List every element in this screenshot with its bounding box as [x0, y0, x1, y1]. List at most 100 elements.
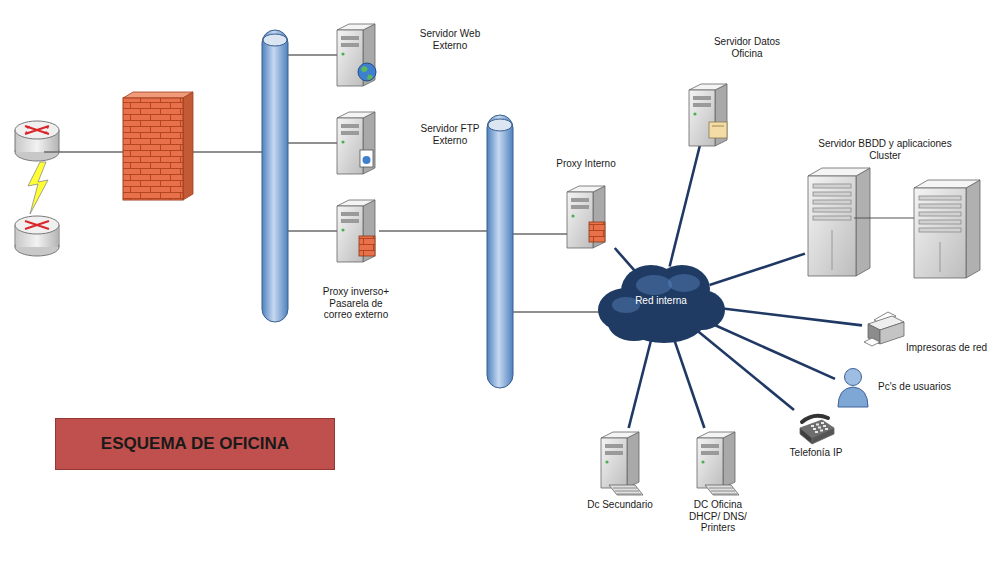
keyboard — [705, 485, 739, 495]
server-icon — [689, 84, 727, 146]
globe-badge — [361, 66, 373, 79]
phone-key — [823, 425, 826, 427]
dc-icon — [601, 432, 643, 495]
network-link — [615, 248, 635, 270]
tower-bay — [813, 192, 851, 196]
drive-bay — [693, 103, 711, 107]
node-label: Red interna — [611, 295, 711, 307]
phone-key — [821, 422, 824, 424]
router-symbol — [25, 126, 49, 134]
person-icon — [838, 369, 868, 408]
server-icon — [337, 112, 375, 174]
cloud-highlight — [636, 275, 672, 295]
network-link — [710, 254, 805, 285]
printer-side — [880, 322, 904, 344]
network-link — [629, 336, 653, 428]
device-node: Servidor BBDD y aplicaciones Cluster — [805, 138, 984, 280]
tower-door — [940, 242, 941, 272]
network-link — [695, 329, 794, 410]
cloud-highlight — [668, 274, 700, 292]
firewall-symbol — [123, 92, 193, 200]
network-link — [673, 335, 705, 428]
firewall-symbol — [123, 92, 193, 98]
drive-bay — [605, 444, 623, 448]
person-head — [845, 369, 862, 386]
tower-door — [832, 230, 833, 270]
drive-bay — [701, 444, 719, 448]
tower-front — [808, 176, 856, 276]
cloud-shape — [598, 265, 725, 343]
title-banner: ESQUEMA DE OFICINA — [55, 418, 335, 470]
node-label: Proxy Interno — [550, 158, 622, 170]
folder-badge — [709, 122, 727, 138]
server-top — [689, 84, 727, 90]
tower-side — [966, 180, 980, 278]
tower-front — [914, 188, 966, 278]
tower-top — [808, 168, 870, 176]
firewall-badge — [359, 236, 375, 256]
node-label: DC Oficina DHCP/ DNS/ Printers — [683, 499, 753, 534]
server-front — [337, 30, 363, 86]
dc-icon — [693, 428, 739, 496]
server-front — [337, 118, 363, 174]
router-symbol — [25, 221, 49, 229]
drive-bay — [341, 219, 359, 223]
power-led — [701, 460, 704, 463]
cluster-icon — [808, 168, 980, 278]
server-top — [337, 112, 375, 118]
device-node: Servidor Datos Oficina — [685, 36, 789, 146]
device-node: Proxy Interno — [550, 158, 622, 248]
server-icon — [563, 182, 609, 248]
device-node: Dc Secundario — [575, 428, 665, 511]
firewall-symbol — [123, 98, 183, 200]
power-led — [341, 140, 344, 143]
person-body — [838, 387, 868, 407]
folder-badge — [712, 125, 724, 127]
router-symbol — [15, 216, 59, 256]
network-bus — [487, 115, 513, 388]
network-cloud: Red interna — [596, 255, 726, 347]
tower-bay — [919, 196, 961, 200]
tower-bay — [919, 204, 961, 208]
server-icon — [333, 108, 379, 174]
server-icon — [567, 186, 605, 248]
network-link — [706, 321, 835, 379]
phone-key — [815, 431, 818, 433]
cluster-icon — [806, 168, 984, 280]
node-label: Pc's de usuarios — [878, 381, 988, 393]
server-top — [337, 24, 375, 30]
power-led — [693, 112, 696, 115]
drive-bay — [605, 451, 623, 455]
phone-handset — [802, 416, 828, 422]
node-label: Telefonía IP — [770, 447, 862, 459]
server-top — [567, 186, 605, 192]
keyboard-keys — [613, 488, 641, 494]
network-link — [670, 146, 700, 266]
tower-side — [856, 168, 870, 276]
server-top — [337, 200, 375, 206]
drive-bay — [341, 131, 359, 135]
tower-bay — [813, 184, 851, 188]
power-led — [341, 52, 344, 55]
tower-bay — [919, 220, 961, 224]
drive-bay — [693, 96, 711, 100]
dc-icon — [697, 432, 739, 495]
node-label: Servidor Datos Oficina — [705, 36, 789, 59]
server-top — [697, 432, 735, 438]
phone-key — [818, 427, 821, 429]
dc-icon — [597, 428, 643, 496]
network-bus — [262, 30, 288, 322]
title-text: ESQUEMA DE OFICINA — [101, 434, 289, 454]
cluster-link — [854, 217, 914, 218]
phone-icon — [796, 410, 836, 446]
device-node: Telefonía IP — [770, 410, 862, 459]
drive-bay — [341, 212, 359, 216]
device-node: Servidor FTP Externo — [333, 108, 492, 174]
printer-icon — [864, 312, 904, 346]
device-node: Proxy inverso+ Pasarela de correo extern… — [316, 196, 396, 321]
server-front — [697, 438, 723, 488]
wan-link-bolt — [28, 162, 48, 214]
node-label: Dc Secundario — [575, 499, 665, 511]
device-node: Pc's de usuarios — [835, 366, 988, 408]
